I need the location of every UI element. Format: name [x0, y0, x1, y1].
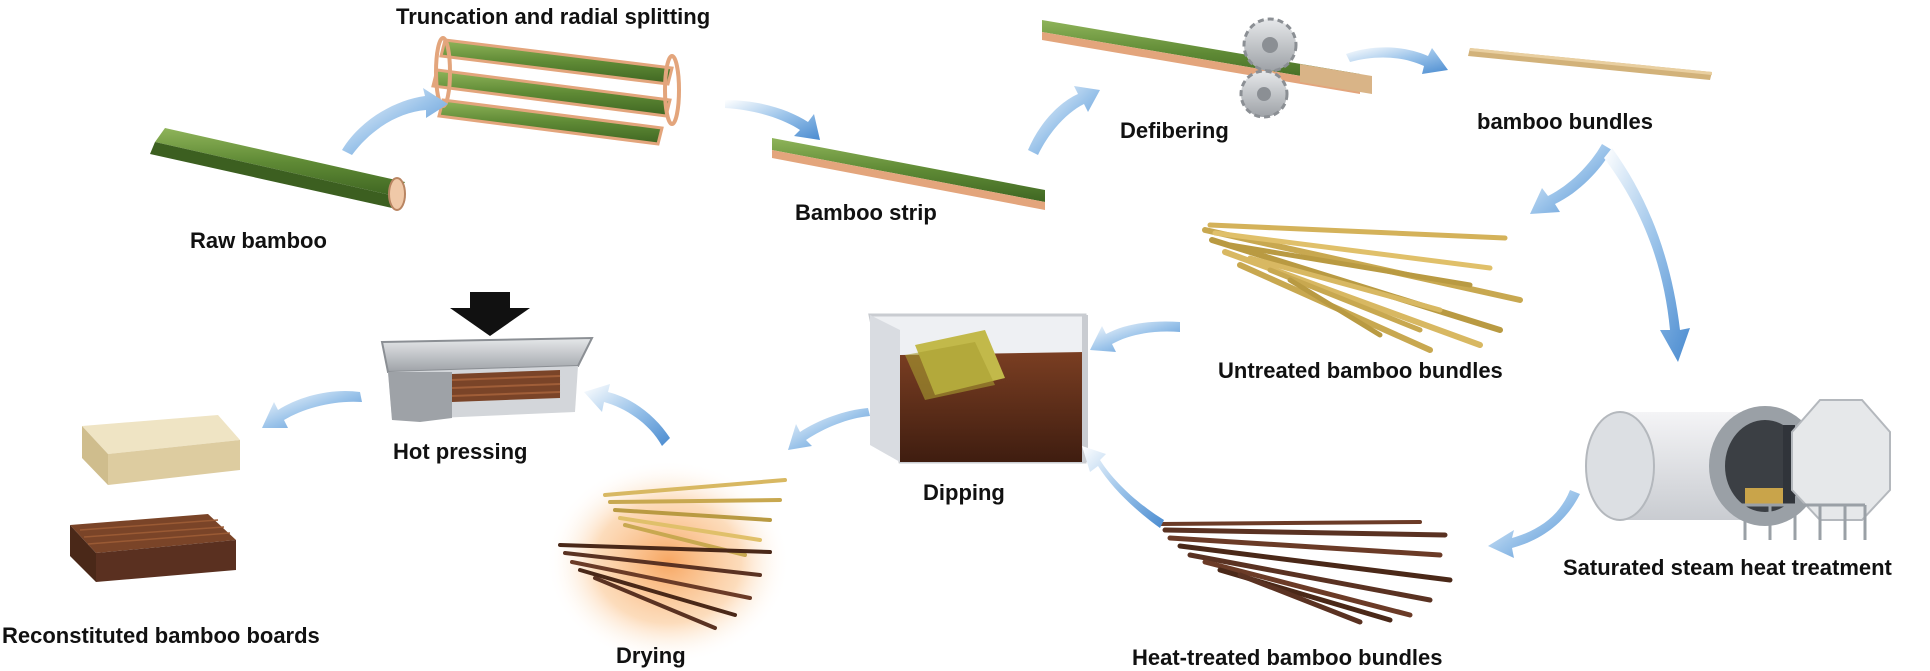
- arrow-untreated-to-dipping: [1090, 321, 1180, 352]
- label-drying: Drying: [616, 643, 686, 668]
- raw-bamboo-illustration: [150, 128, 406, 211]
- untreated-bundles-illustration: [1202, 222, 1523, 353]
- steam-chamber-illustration: [1585, 399, 1891, 540]
- arrow-dipping-to-drying: [788, 408, 870, 450]
- label-raw-bamboo: Raw bamboo: [190, 228, 327, 253]
- bamboo-strip-illustration: [772, 138, 1045, 210]
- reconstituted-boards-illustration: [70, 415, 240, 582]
- hot-press-illustration: [380, 292, 594, 422]
- split-bamboo-illustration: [431, 36, 681, 146]
- heat-treated-bundles-illustration: [1158, 520, 1453, 625]
- arrow-drying-to-hotpressing: [584, 384, 670, 446]
- label-hot-pressing: Hot pressing: [393, 439, 528, 464]
- label-bamboo-strip: Bamboo strip: [795, 200, 937, 225]
- arrow-strip-to-defibering: [1028, 86, 1100, 155]
- label-dipping: Dipping: [923, 480, 1005, 505]
- arrow-hotpressing-to-boards: [262, 390, 362, 428]
- drying-illustration: [546, 460, 790, 664]
- label-heat-treated-bundles: Heat-treated bamboo bundles: [1132, 645, 1443, 670]
- label-truncation: Truncation and radial splitting: [396, 4, 711, 29]
- arrow-bundles-to-steam: [1604, 148, 1690, 362]
- arrow-steam-to-heattreated: [1488, 490, 1580, 558]
- arrow-raw-to-split: [342, 88, 448, 155]
- arrow-heattreated-to-dipping: [1082, 446, 1164, 528]
- bamboo-bundles-illustration: [1468, 48, 1712, 80]
- label-bamboo-bundles: bamboo bundles: [1477, 109, 1653, 134]
- label-saturated-steam: Saturated steam heat treatment: [1563, 555, 1892, 580]
- arrow-bundles-to-untreated: [1530, 144, 1612, 214]
- label-untreated-bundles: Untreated bamboo bundles: [1218, 358, 1503, 383]
- label-defibering: Defibering: [1120, 118, 1229, 143]
- defibering-illustration: [1042, 17, 1372, 119]
- flow-arrows: [262, 47, 1690, 558]
- arrow-split-to-strip: [725, 100, 820, 140]
- arrow-defibering-to-bundles: [1346, 47, 1448, 74]
- label-reconstituted-boards: Reconstituted bamboo boards: [2, 623, 320, 648]
- dipping-tank-illustration: [868, 313, 1088, 464]
